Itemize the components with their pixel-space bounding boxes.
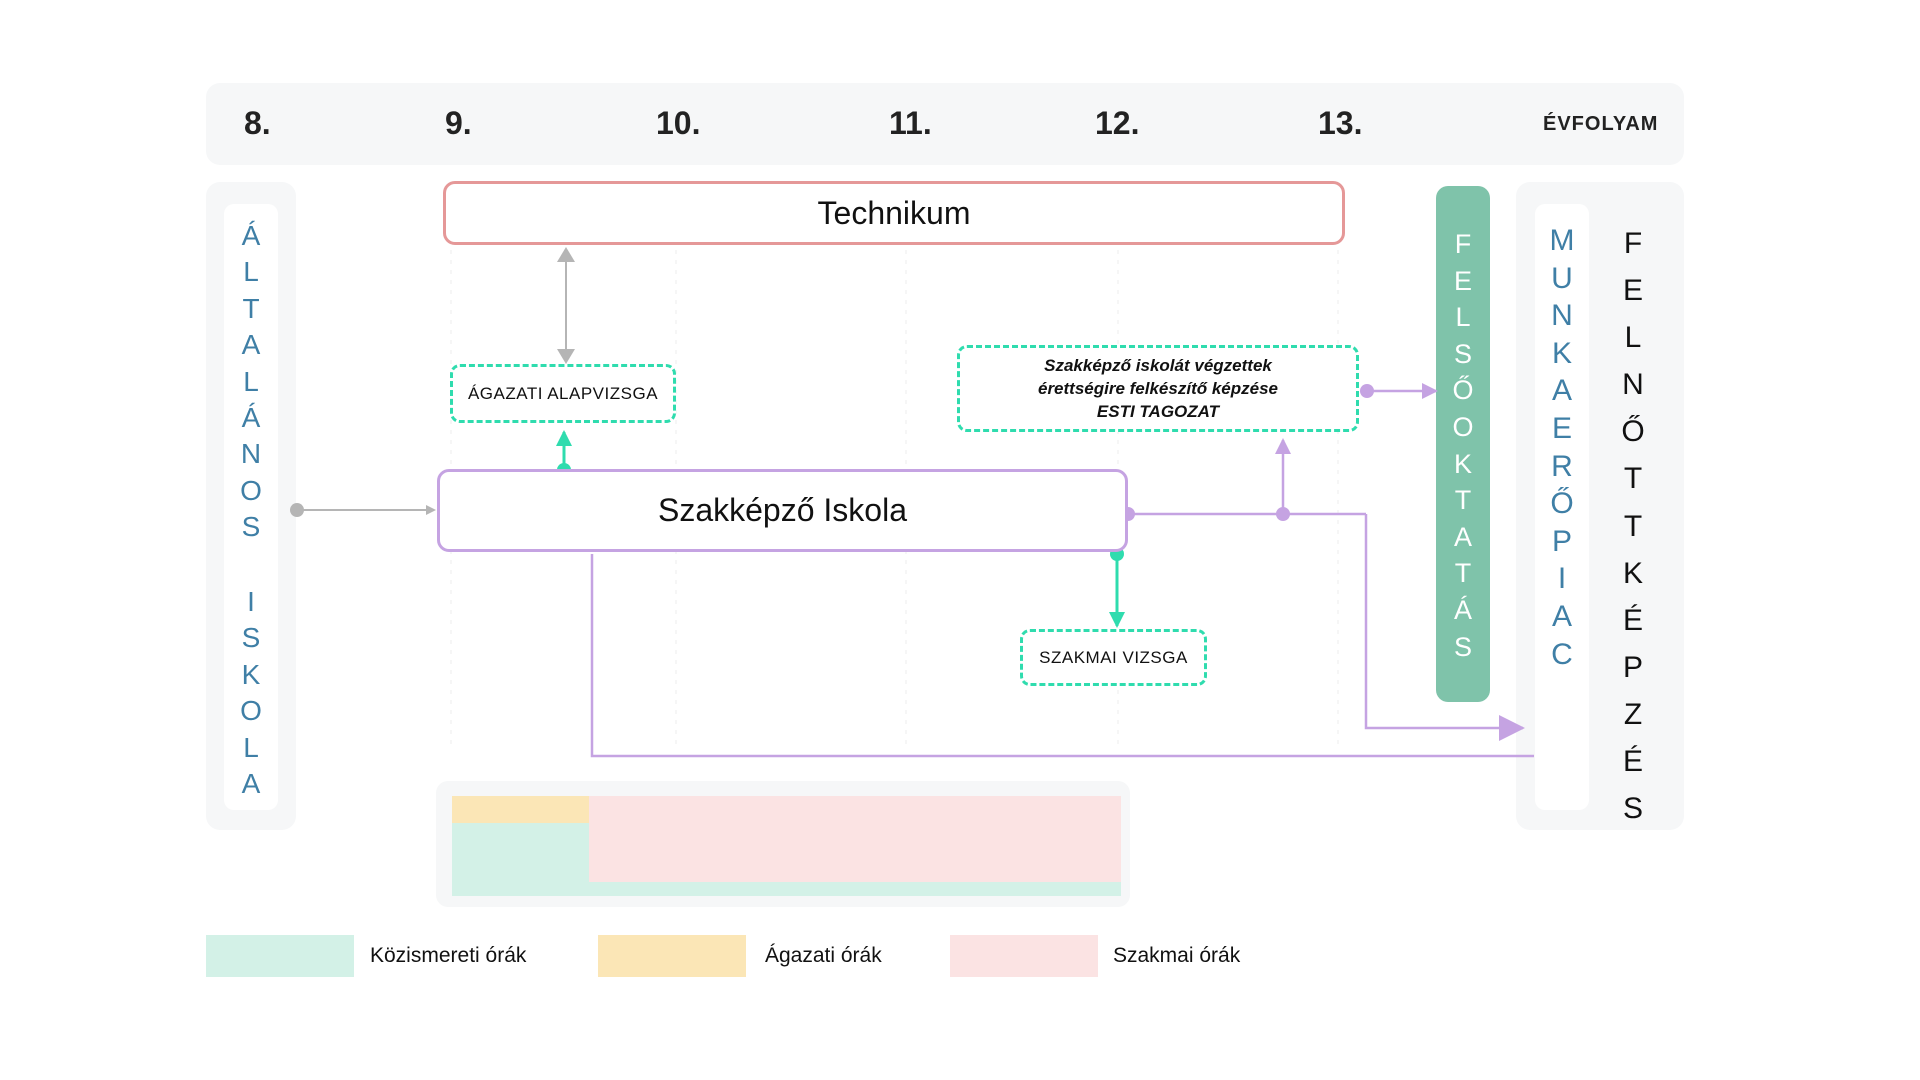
munkaeropiac-letter: A [1551, 374, 1572, 408]
munkaeropiac-letter: M [1549, 224, 1575, 257]
grade-10: 10. [656, 105, 701, 141]
felsooktatas-letter: S [1453, 338, 1472, 369]
altalanos-letter: L [243, 365, 259, 397]
altalanos-letter: S [241, 511, 261, 543]
felsooktatas-letter: E [1453, 265, 1472, 296]
szakkepzo-label: Szakképző Iskola [657, 492, 907, 528]
altalanos-letter: Á [241, 402, 261, 434]
felnottkepzes-letter: K [1622, 556, 1643, 590]
felsooktatas-letter: F [1454, 229, 1472, 259]
altalanos-iskola-inner [224, 204, 278, 810]
felnottkepzes-letter: P [1622, 650, 1643, 684]
legend-kozismereti: Közismereti órák [370, 944, 527, 967]
munkaeropiac-letter: I [1557, 562, 1567, 596]
bar-agazati [452, 796, 589, 823]
munkaeropiac-letter: R [1551, 449, 1573, 483]
felnottkepzes-letter: E [1622, 274, 1643, 308]
felsooktatas-letter: T [1454, 558, 1472, 589]
altalanos-letter: T [242, 292, 260, 324]
altalanos-letter: L [243, 256, 259, 288]
technikum-label: Technikum [817, 194, 971, 231]
munkaeropiac-letter: N [1551, 299, 1573, 333]
technikum-box: Technikum [443, 181, 1345, 245]
evfolyam-label: ÉVFOLYAM [1543, 113, 1659, 135]
iskola-letter: K [241, 658, 261, 690]
felnottkepzes-letter: Ő [1621, 415, 1645, 449]
altalanos-letter: A [241, 329, 261, 361]
esti-tagozat-box: Szakképző iskolát végzettek érettségire … [957, 345, 1359, 432]
altalanos-letter: N [240, 438, 262, 470]
iskola-letter: L [243, 731, 259, 763]
esti-line-2: érettségire felkészítő képzése [1037, 379, 1278, 398]
felsooktatas-letter: Á [1453, 594, 1472, 625]
felnottkepzes-letter: L [1624, 321, 1642, 355]
altalanos-letter: O [240, 474, 262, 506]
grade-13: 13. [1318, 105, 1363, 141]
iskola-letter: S [241, 622, 261, 654]
dot-altalanos [290, 503, 304, 517]
munkaeropiac-letter: U [1551, 261, 1573, 295]
munkaeropiac-letter: P [1551, 524, 1572, 558]
munkaeropiac-letter: C [1551, 637, 1573, 671]
szakkepzo-iskola-box: Szakképző Iskola [437, 469, 1128, 552]
felsooktatas-letter: A [1453, 521, 1472, 552]
arrow-to-munkaeropiac [1364, 514, 1525, 741]
agazati-alapvizsga-box: ÁGAZATI ALAPVIZSGA [450, 364, 676, 423]
munkaeropiac-inner [1535, 204, 1589, 810]
szakmai-vizsga-label: SZAKMAI VIZSGA [1039, 647, 1188, 667]
iskola-letter: A [241, 768, 261, 800]
felnottkepzes-letter: Z [1623, 697, 1643, 731]
felnottkepzes-letter: T [1623, 462, 1643, 496]
felsooktatas-letter: K [1453, 448, 1472, 479]
line-szakkepzo-bottom [590, 554, 1534, 758]
grade-9: 9. [445, 105, 472, 141]
felsooktatas-letter: L [1455, 302, 1471, 333]
legend-swatch-szakmai [950, 935, 1098, 977]
munkaeropiac-letter: K [1551, 336, 1572, 370]
grade-11: 11. [889, 105, 932, 141]
bar-kozismereti-bottom [589, 882, 1121, 896]
felsooktatas-letter: S [1453, 631, 1472, 662]
legend-szakmai: Szakmai órák [1113, 944, 1241, 967]
felsooktatas-letter: O [1452, 411, 1474, 442]
grade-header-bar: 8. 9. 10. 11. 12. 13. ÉVFOLYAM [206, 83, 1684, 165]
felsooktatas-bar [1436, 186, 1490, 702]
agazati-alapvizsga-label: ÁGAZATI ALAPVIZSGA [467, 383, 659, 403]
iskola-letter: I [247, 586, 255, 617]
grade-12: 12. [1095, 105, 1140, 141]
munkaeropiac-letter: E [1551, 411, 1572, 445]
felnottkepzes-letter: F [1623, 227, 1643, 260]
felnottkepzes-letter: S [1622, 792, 1643, 826]
altalanos-letter: Á [241, 220, 261, 251]
grade-8: 8. [244, 105, 271, 141]
felsooktatas-letter: Ő [1452, 375, 1474, 406]
esti-line-3: ESTI TAGOZAT [1096, 402, 1220, 421]
felsooktatas-letter: T [1454, 485, 1472, 516]
legend-swatch-agazati [598, 935, 746, 977]
felnottkepzes-letter: É [1622, 603, 1643, 637]
szakmai-vizsga-box: SZAKMAI VIZSGA [1020, 629, 1207, 686]
bar-kozismereti-left [452, 823, 589, 896]
felnottkepzes-letter: T [1623, 509, 1643, 543]
iskola-letter: O [240, 695, 262, 727]
bar-szakmai [589, 796, 1121, 882]
munkaeropiac-letter: Ő [1550, 487, 1574, 521]
felnottkepzes-letter: É [1622, 745, 1643, 779]
esti-line-1: Szakképző iskolát végzettek [1044, 356, 1272, 375]
felnottkepzes-letter: N [1622, 368, 1644, 402]
munkaeropiac-letter: A [1551, 599, 1572, 633]
legend-agazati: Ágazati órák [765, 944, 882, 967]
legend-swatch-kozismereti [206, 935, 354, 977]
